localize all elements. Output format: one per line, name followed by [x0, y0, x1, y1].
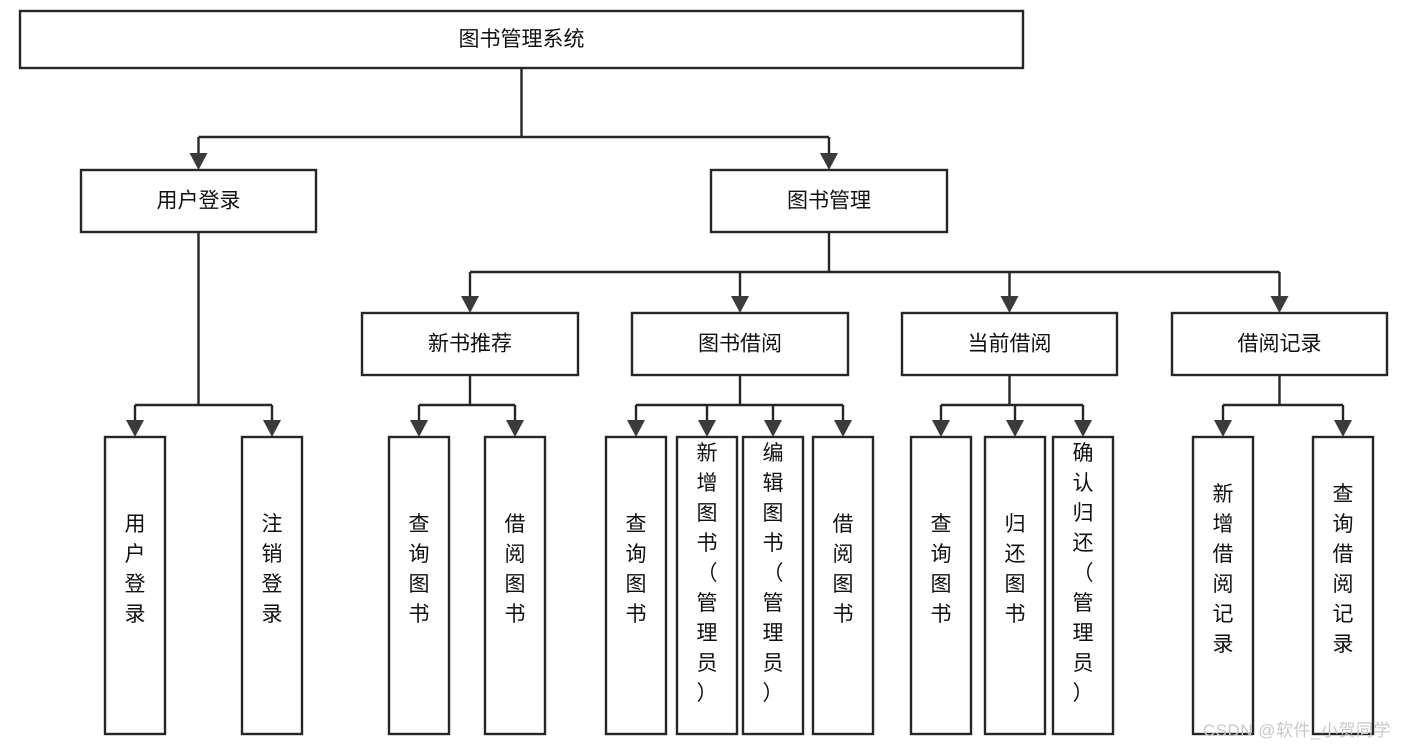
node-box-leaf-confirm-return-admin[interactable] — [1051, 435, 1115, 736]
node-label-leaf-user-login: 用户登录 — [125, 513, 146, 626]
node-box-leaf-borrow-book-1[interactable] — [483, 435, 547, 736]
node-box-leaf-query-book-2[interactable] — [604, 435, 668, 736]
connector-edge-userlogin-group — [126, 232, 281, 437]
node-box-leaf-add-book-admin[interactable] — [675, 435, 739, 736]
arrow-head-icon — [1214, 420, 1232, 437]
node-label-leaf-query-book-1: 查询图书 — [409, 513, 430, 626]
node-label-current-borrow: 当前借阅 — [968, 333, 1052, 356]
node-leaf-return-book[interactable]: 归还图书 — [983, 435, 1047, 736]
arrow-head-icon — [410, 420, 428, 437]
node-leaf-add-book-admin[interactable]: 新增图书（管理员） — [675, 435, 739, 736]
node-box-leaf-return-book[interactable] — [983, 435, 1047, 736]
node-book-manage[interactable]: 图书管理 — [709, 168, 949, 234]
arrow-head-icon — [834, 420, 852, 437]
arrow-head-icon — [506, 420, 524, 437]
node-box-new-book-recommend[interactable] — [360, 311, 580, 377]
arrow-head-icon — [1074, 420, 1092, 437]
node-leaf-edit-book-admin[interactable]: 编辑图书（管理员） — [741, 435, 805, 736]
arrow-head-icon — [1000, 296, 1019, 313]
arrow-head-icon — [1006, 420, 1024, 437]
arrow-head-icon — [627, 420, 645, 437]
arrow-head-icon — [1334, 420, 1352, 437]
node-leaf-query-book-2[interactable]: 查询图书 — [604, 435, 668, 736]
node-box-leaf-query-book-3[interactable] — [909, 435, 973, 736]
arrow-head-icon — [698, 420, 716, 437]
node-label-root: 图书管理系统 — [459, 28, 585, 51]
node-box-leaf-borrow-book-2[interactable] — [811, 435, 875, 736]
node-leaf-borrow-book-1[interactable]: 借阅图书 — [483, 435, 547, 736]
node-label-user-login: 用户登录 — [157, 190, 241, 213]
node-leaf-borrow-book-2[interactable]: 借阅图书 — [811, 435, 875, 736]
node-new-book-recommend[interactable]: 新书推荐 — [360, 311, 580, 377]
node-label-book-manage: 图书管理 — [787, 190, 871, 213]
node-leaf-query-borrow-record[interactable]: 查询借阅记录 — [1311, 435, 1375, 736]
node-box-leaf-query-book-1[interactable] — [387, 435, 451, 736]
node-leaf-user-login[interactable]: 用户登录 — [103, 435, 167, 736]
node-box-book-manage[interactable] — [709, 168, 949, 234]
arrow-head-icon — [1270, 296, 1289, 313]
node-label-new-book-recommend: 新书推荐 — [428, 333, 512, 356]
node-leaf-add-borrow-record[interactable]: 新增借阅记录 — [1191, 435, 1255, 736]
connector-edge-bookmanage-group — [461, 232, 1289, 313]
connector-edge-current-group — [932, 375, 1092, 437]
node-label-leaf-add-borrow-record: 新增借阅记录 — [1213, 483, 1234, 656]
node-user-login[interactable]: 用户登录 — [79, 168, 318, 234]
node-label-leaf-borrow-book-1: 借阅图书 — [505, 513, 526, 626]
node-book-borrow[interactable]: 图书借阅 — [630, 311, 850, 377]
arrow-head-icon — [263, 420, 281, 437]
node-box-leaf-add-borrow-record[interactable] — [1191, 435, 1255, 736]
node-box-leaf-logout[interactable] — [240, 435, 304, 736]
node-root[interactable]: 图书管理系统 — [18, 9, 1025, 70]
node-label-leaf-add-book-admin: 新增图书（管理员） — [697, 442, 718, 705]
node-current-borrow[interactable]: 当前借阅 — [900, 311, 1119, 377]
node-leaf-query-book-3[interactable]: 查询图书 — [909, 435, 973, 736]
arrow-head-icon — [189, 153, 208, 170]
arrow-head-icon — [731, 296, 749, 313]
node-label-leaf-borrow-book-2: 借阅图书 — [833, 513, 854, 626]
node-label-leaf-confirm-return-admin: 确认归还（管理员） — [1073, 442, 1094, 705]
node-box-root[interactable] — [18, 9, 1025, 70]
node-box-borrow-record[interactable] — [1170, 311, 1389, 377]
csdn-watermark: CSDN @软件_小贺同学 — [1202, 721, 1391, 740]
node-borrow-record[interactable]: 借阅记录 — [1170, 311, 1389, 377]
node-box-leaf-user-login[interactable] — [103, 435, 167, 736]
node-box-leaf-query-borrow-record[interactable] — [1311, 435, 1375, 736]
node-box-book-borrow[interactable] — [630, 311, 850, 377]
node-label-leaf-edit-book-admin: 编辑图书（管理员） — [763, 442, 784, 705]
node-label-leaf-query-book-3: 查询图书 — [931, 513, 952, 626]
connector-edge-root-group — [189, 68, 838, 170]
node-layer: 图书管理系统用户登录图书管理新书推荐图书借阅当前借阅借阅记录用户登录注销登录查询… — [18, 9, 1389, 736]
connector-edge-borrow-group — [627, 375, 852, 437]
node-label-book-borrow: 图书借阅 — [698, 333, 782, 356]
node-label-leaf-return-book: 归还图书 — [1005, 513, 1026, 626]
node-label-leaf-query-book-2: 查询图书 — [626, 513, 647, 626]
node-box-leaf-edit-book-admin[interactable] — [741, 435, 805, 736]
arrow-head-icon — [764, 420, 782, 437]
node-label-leaf-query-borrow-record: 查询借阅记录 — [1333, 483, 1354, 656]
connector-layer — [126, 68, 1352, 437]
node-label-leaf-logout: 注销登录 — [262, 513, 283, 626]
connector-edge-newbook-group — [410, 375, 524, 437]
node-label-borrow-record: 借阅记录 — [1238, 333, 1322, 356]
node-box-current-borrow[interactable] — [900, 311, 1119, 377]
arrow-head-icon — [461, 296, 479, 313]
node-leaf-query-book-1[interactable]: 查询图书 — [387, 435, 451, 736]
connector-edge-record-group — [1214, 375, 1352, 437]
arrow-head-icon — [126, 420, 144, 437]
arrow-head-icon — [820, 153, 838, 170]
node-leaf-logout[interactable]: 注销登录 — [240, 435, 304, 736]
node-box-user-login[interactable] — [79, 168, 318, 234]
arrow-head-icon — [932, 420, 950, 437]
node-leaf-confirm-return-admin[interactable]: 确认归还（管理员） — [1051, 435, 1115, 736]
